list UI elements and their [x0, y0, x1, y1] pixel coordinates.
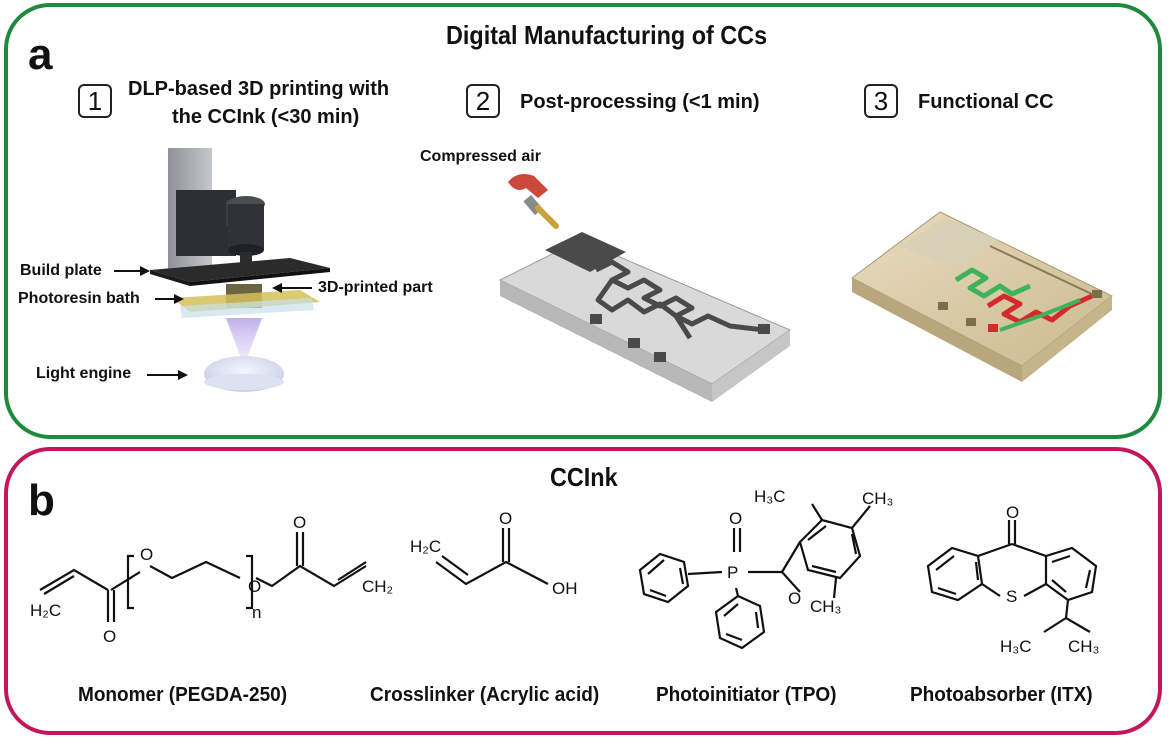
atom-o: O [140, 545, 153, 564]
panel-b-title: CCInk [550, 462, 618, 492]
panel-a-frame [4, 3, 1162, 439]
atom-h2c: H₂C [410, 537, 441, 556]
atom-h3c: H₃C [754, 487, 785, 506]
atom-o: O [729, 509, 742, 528]
atom-p: P [727, 563, 738, 582]
atom-labels: H₂C O O O n O CH₂ H₂C O OH O P O H₃C CH₃… [30, 487, 1099, 656]
label-build-plate: Build plate [20, 262, 102, 279]
atom-o: O [1006, 503, 1019, 522]
dlp-printer-illustration [150, 148, 330, 392]
panel-b-letter: b [28, 476, 55, 525]
atom-h2c: H₂C [30, 601, 61, 620]
step-1-title-line1: DLP-based 3D printing with [128, 78, 390, 100]
panel-a-title: Digital Manufacturing of CCs [446, 20, 768, 50]
caption-photoinitiator: Photoinitiator (TPO) [656, 684, 837, 706]
atom-ch3: CH₃ [810, 597, 841, 616]
atom-o: O [248, 577, 261, 596]
printer-label-arrows [114, 266, 312, 380]
step-1-number: 1 [78, 84, 112, 118]
panel-a-letter: a [28, 30, 53, 79]
atom-o: O [103, 627, 116, 646]
atom-ch3: CH₃ [862, 489, 893, 508]
step-3-number: 3 [864, 84, 898, 118]
label-photoresin-bath: Photoresin bath [18, 290, 140, 307]
atom-o: O [293, 513, 306, 532]
label-compressed-air: Compressed air [420, 148, 541, 165]
chemical-structures [39, 503, 1098, 650]
atom-oh: OH [552, 579, 578, 598]
caption-monomer: Monomer (PEGDA-250) [78, 684, 288, 706]
step-2-number: 2 [466, 84, 500, 118]
label-light-engine: Light engine [36, 365, 132, 382]
atom-o: O [499, 509, 512, 528]
functional-cc-illustration [851, 211, 1113, 382]
atom-n: n [252, 603, 261, 622]
atom-ch2: CH₂ [362, 577, 393, 596]
step-3-title: Functional CC [918, 91, 1054, 113]
atom-ch3: CH₃ [1068, 637, 1099, 656]
label-3d-printed-part: 3D-printed part [318, 279, 433, 296]
caption-photoabsorber: Photoabsorber (ITX) [910, 684, 1093, 706]
step-1-title-line2: the CCInk (<30 min) [172, 106, 360, 128]
step-2-title: Post-processing (<1 min) [520, 91, 760, 113]
atom-s: S [1006, 587, 1017, 606]
atom-h3c: H₃C [1000, 637, 1031, 656]
panel-b-frame [4, 447, 1162, 735]
caption-crosslinker: Crosslinker (Acrylic acid) [370, 684, 600, 706]
post-processing-illustration [498, 174, 792, 402]
atom-o: O [788, 589, 801, 608]
